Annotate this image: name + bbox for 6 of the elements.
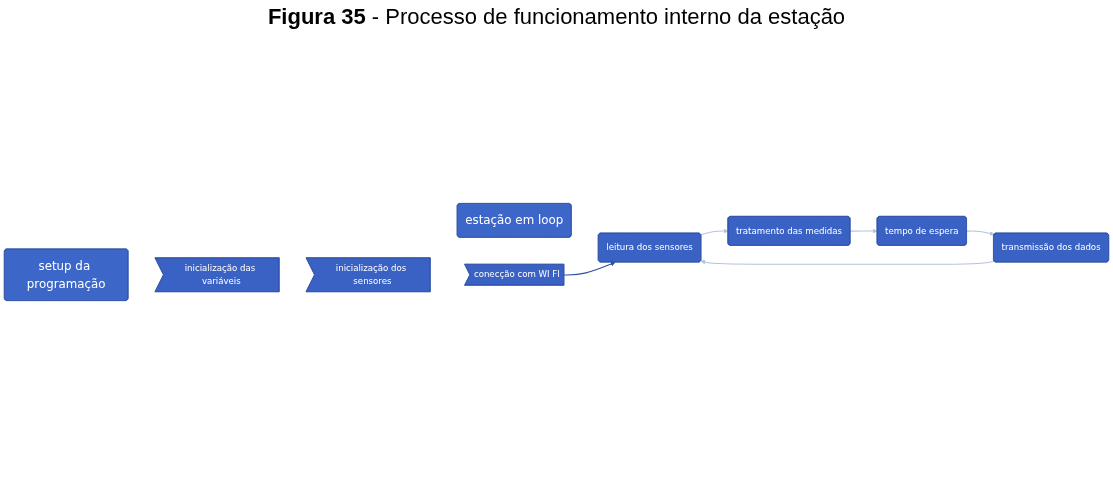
arrow — [563, 261, 616, 276]
figure-title: Figura 35 - Processo de funcionamento interno da estação — [266, 4, 847, 30]
arrow — [700, 228, 729, 236]
arrow — [966, 230, 995, 236]
arrow — [849, 228, 878, 234]
arrow — [700, 259, 995, 265]
